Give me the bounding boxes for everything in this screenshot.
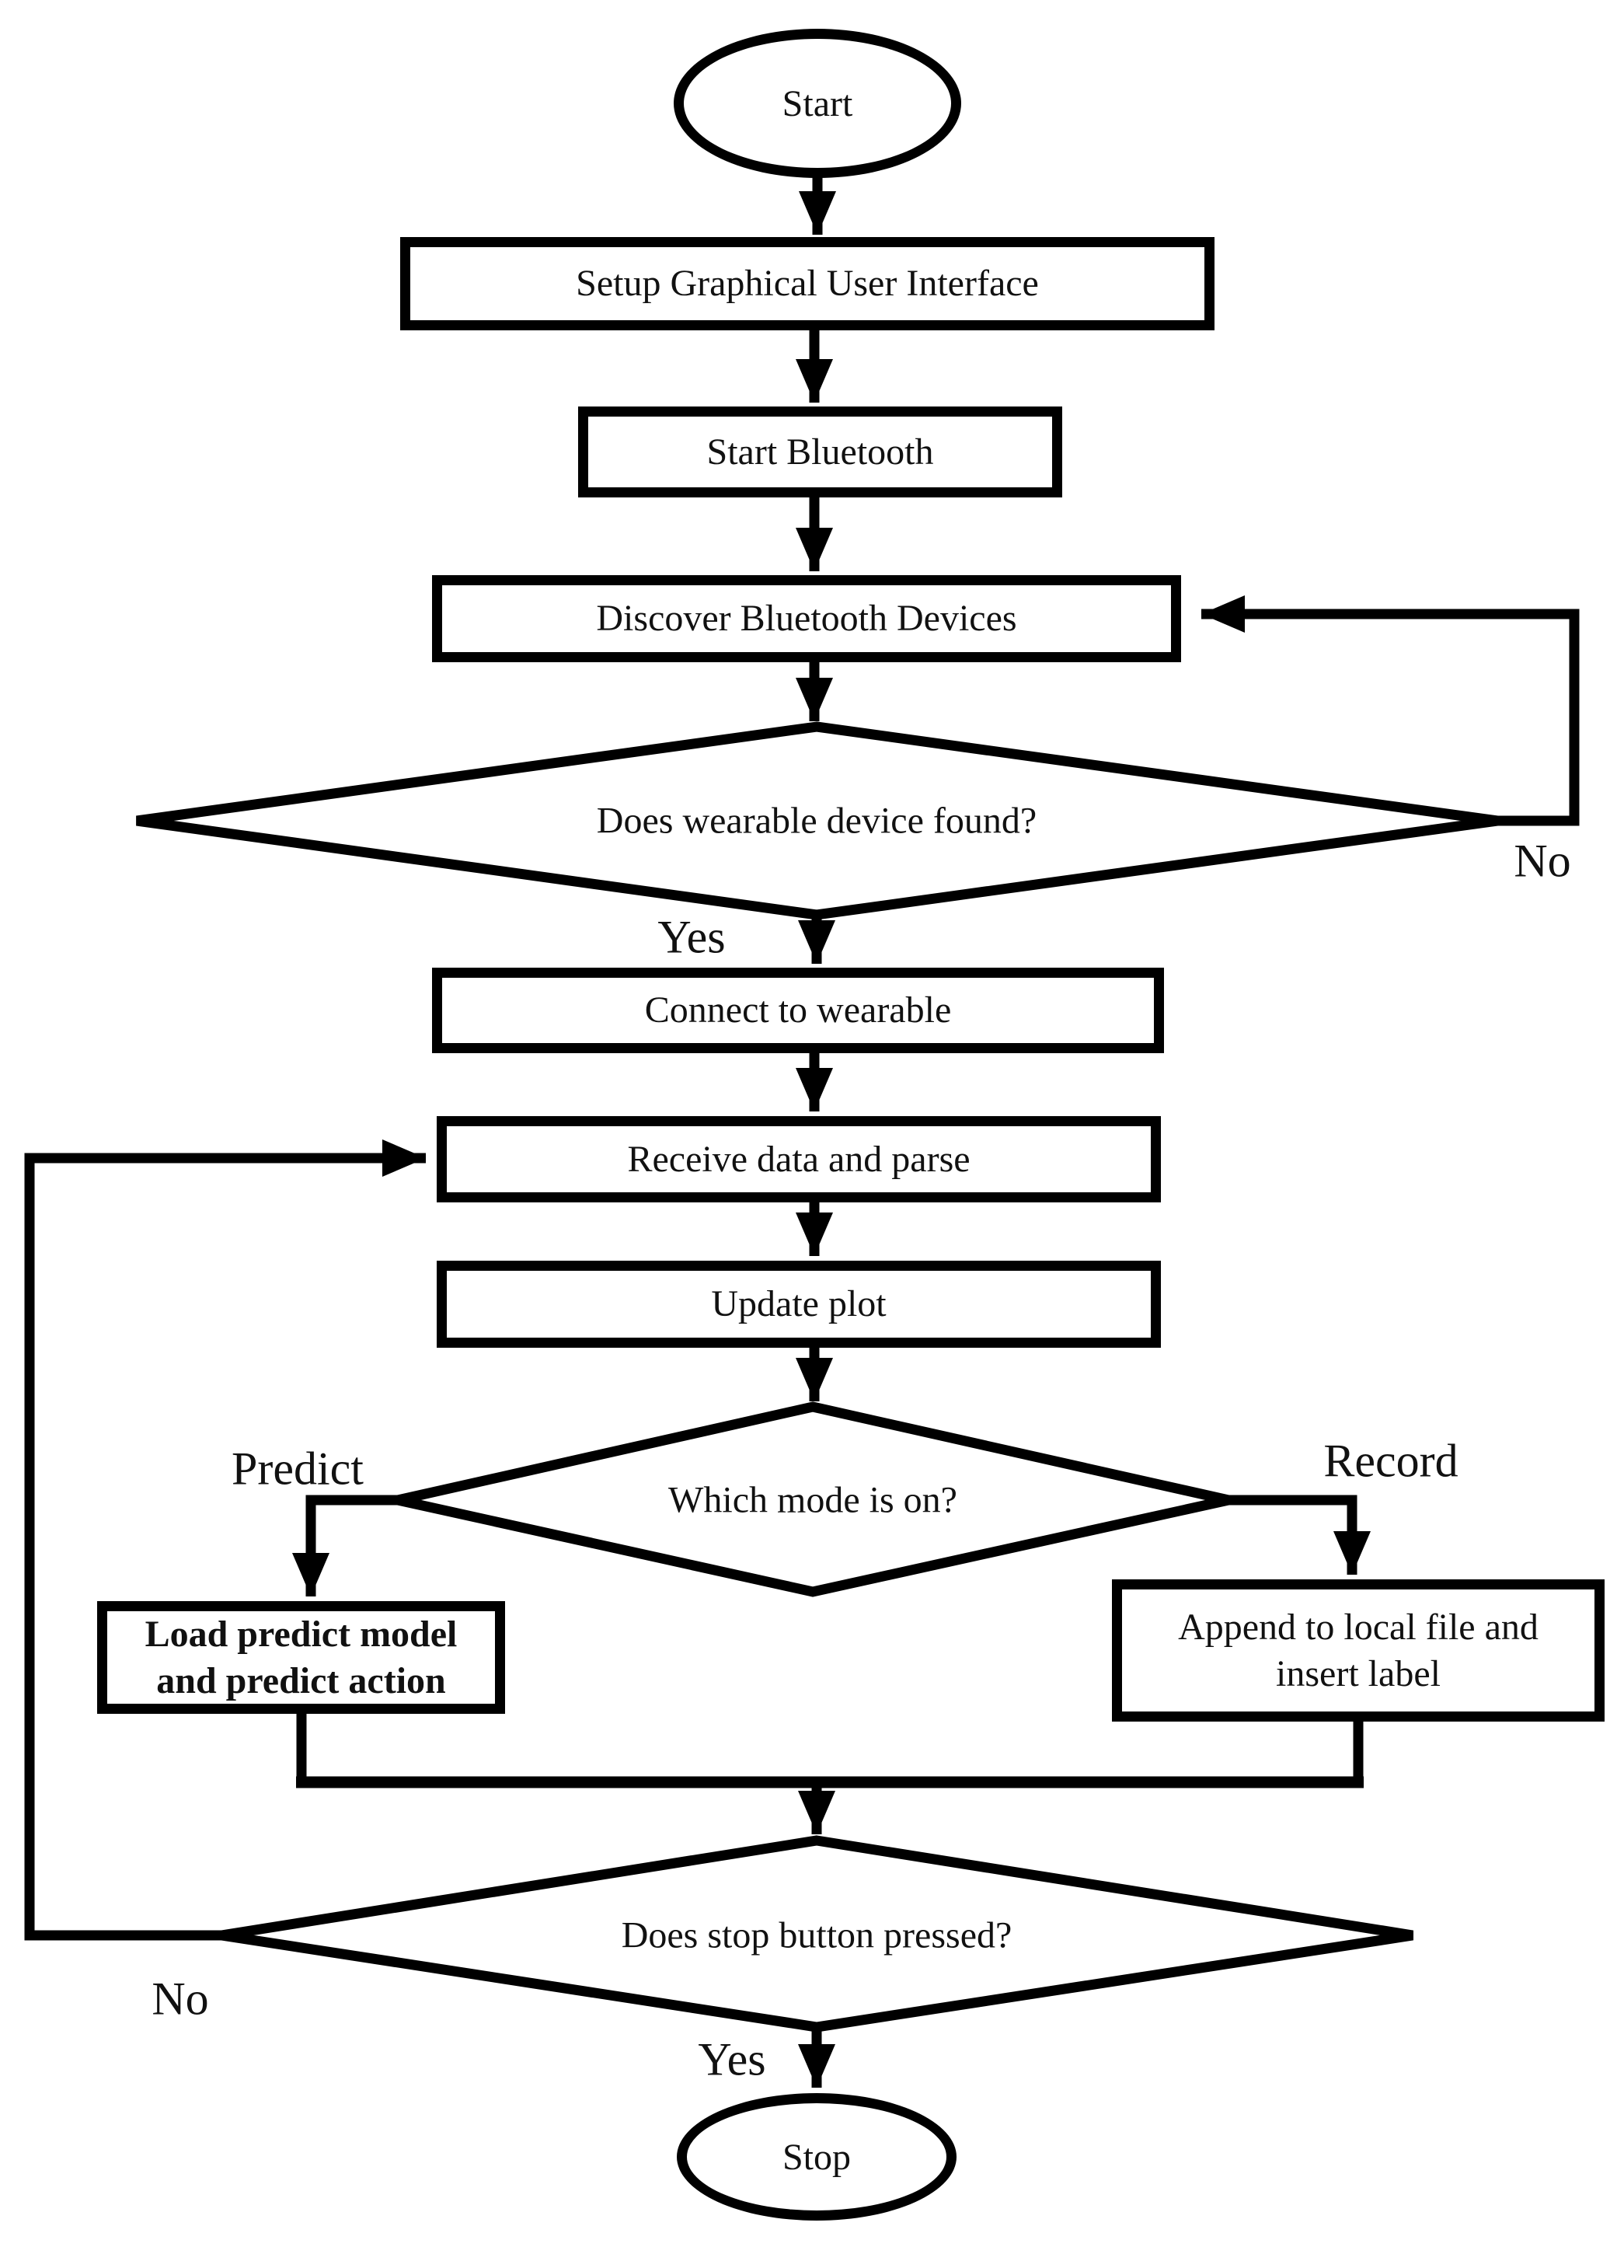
stop-label: Stop [782, 2136, 852, 2178]
start-label: Start [782, 82, 853, 124]
mode-decision-shape [396, 1401, 1230, 1597]
load-predict-process: Load predict model and predict action [97, 1601, 505, 1714]
start-terminator: Start [674, 29, 961, 178]
stop-pressed-decision-label: Does stop button pressed? [621, 1914, 1012, 1956]
connect-wearable-label: Connect to wearable [644, 989, 952, 1031]
label-mode-record: Record [1323, 1435, 1458, 1487]
label-wearable-no: No [1514, 835, 1571, 887]
label-stop-no: No [152, 1973, 209, 2025]
update-plot-label: Update plot [711, 1283, 887, 1324]
wearable-found-decision-label: Does wearable device found? [596, 800, 1037, 842]
edge-wearable-no-loop [1201, 595, 1580, 826]
update-plot-process: Update plot [437, 1261, 1161, 1348]
edge-mode-record-branch [1228, 1495, 1371, 1575]
connect-wearable-process: Connect to wearable [432, 968, 1164, 1053]
wearable-found-decision-shape [136, 721, 1498, 920]
stop-terminator: Stop [677, 2093, 957, 2221]
edge-stop-no-loop [24, 1139, 426, 1941]
setup-gui-process: Setup Graphical User Interface [400, 237, 1215, 330]
label-wearable-yes: Yes [657, 911, 726, 963]
load-predict-label: Load predict model and predict action [145, 1613, 458, 1701]
setup-gui-label: Setup Graphical User Interface [576, 263, 1039, 304]
discover-devices-process: Discover Bluetooth Devices [432, 575, 1181, 662]
label-mode-predict: Predict [232, 1443, 364, 1495]
start-bluetooth-process: Start Bluetooth [578, 406, 1062, 497]
receive-parse-label: Receive data and parse [627, 1138, 971, 1180]
receive-parse-process: Receive data and parse [437, 1116, 1161, 1202]
edge-mode-predict-branch [292, 1495, 398, 1596]
stop-pressed-decision-shape [220, 1835, 1414, 2032]
append-record-label: Append to local file and insert label [1178, 1606, 1539, 1694]
start-bluetooth-label: Start Bluetooth [706, 431, 934, 473]
mode-decision-label: Which mode is on? [668, 1479, 957, 1521]
label-stop-yes: Yes [698, 2033, 766, 2085]
discover-devices-label: Discover Bluetooth Devices [596, 598, 1017, 639]
append-record-process: Append to local file and insert label [1112, 1579, 1605, 1722]
